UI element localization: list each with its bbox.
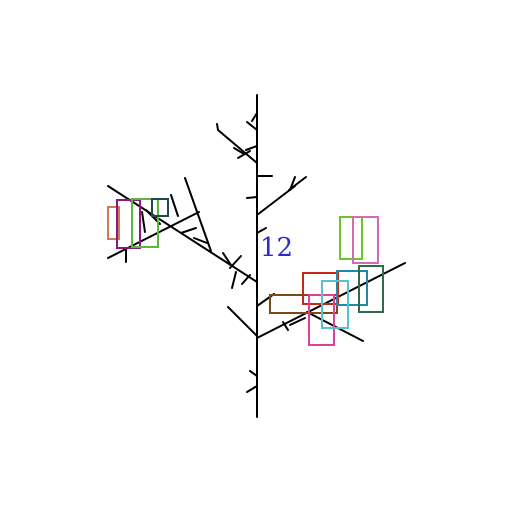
- count-label: 12: [260, 233, 293, 263]
- tree-branches: [107, 94, 406, 418]
- branch-segment: [184, 177, 212, 252]
- leaf-rect[interactable]: [321, 280, 349, 329]
- branch-segment: [180, 227, 197, 234]
- branch-segment: [233, 147, 245, 155]
- leaf-rect[interactable]: [151, 198, 169, 217]
- branch-segment: [256, 227, 267, 234]
- branch-segment: [217, 129, 258, 164]
- branch-segment: [241, 274, 251, 285]
- leaf-rect[interactable]: [116, 199, 141, 249]
- branch-segment: [249, 370, 258, 377]
- branch-segment: [170, 194, 179, 217]
- branch-segment: [141, 211, 146, 233]
- branch-segment: [216, 123, 219, 131]
- branch-segment: [289, 176, 296, 191]
- branch-segment: [246, 121, 258, 131]
- branch-segment: [246, 196, 258, 199]
- leaf-rect[interactable]: [107, 206, 120, 240]
- branch-segment: [246, 385, 258, 393]
- leaf-rect[interactable]: [336, 270, 368, 306]
- branch-segment: [222, 252, 232, 266]
- leaf-rectangles: [107, 198, 384, 346]
- leaf-rect[interactable]: [352, 216, 379, 264]
- leaf-rect[interactable]: [131, 198, 159, 248]
- branch-segment: [245, 145, 258, 151]
- branch-segment: [251, 112, 258, 122]
- branch-segment: [107, 211, 200, 259]
- branch-segment: [227, 306, 258, 337]
- leaf-rect[interactable]: [339, 216, 363, 260]
- branch-segment: [289, 317, 306, 326]
- branch-segment: [193, 237, 208, 244]
- branch-segment: [282, 321, 289, 331]
- branch-segment: [229, 255, 242, 269]
- branch-segment: [256, 262, 406, 339]
- leaf-rect[interactable]: [358, 265, 384, 313]
- branch-segment: [231, 271, 237, 289]
